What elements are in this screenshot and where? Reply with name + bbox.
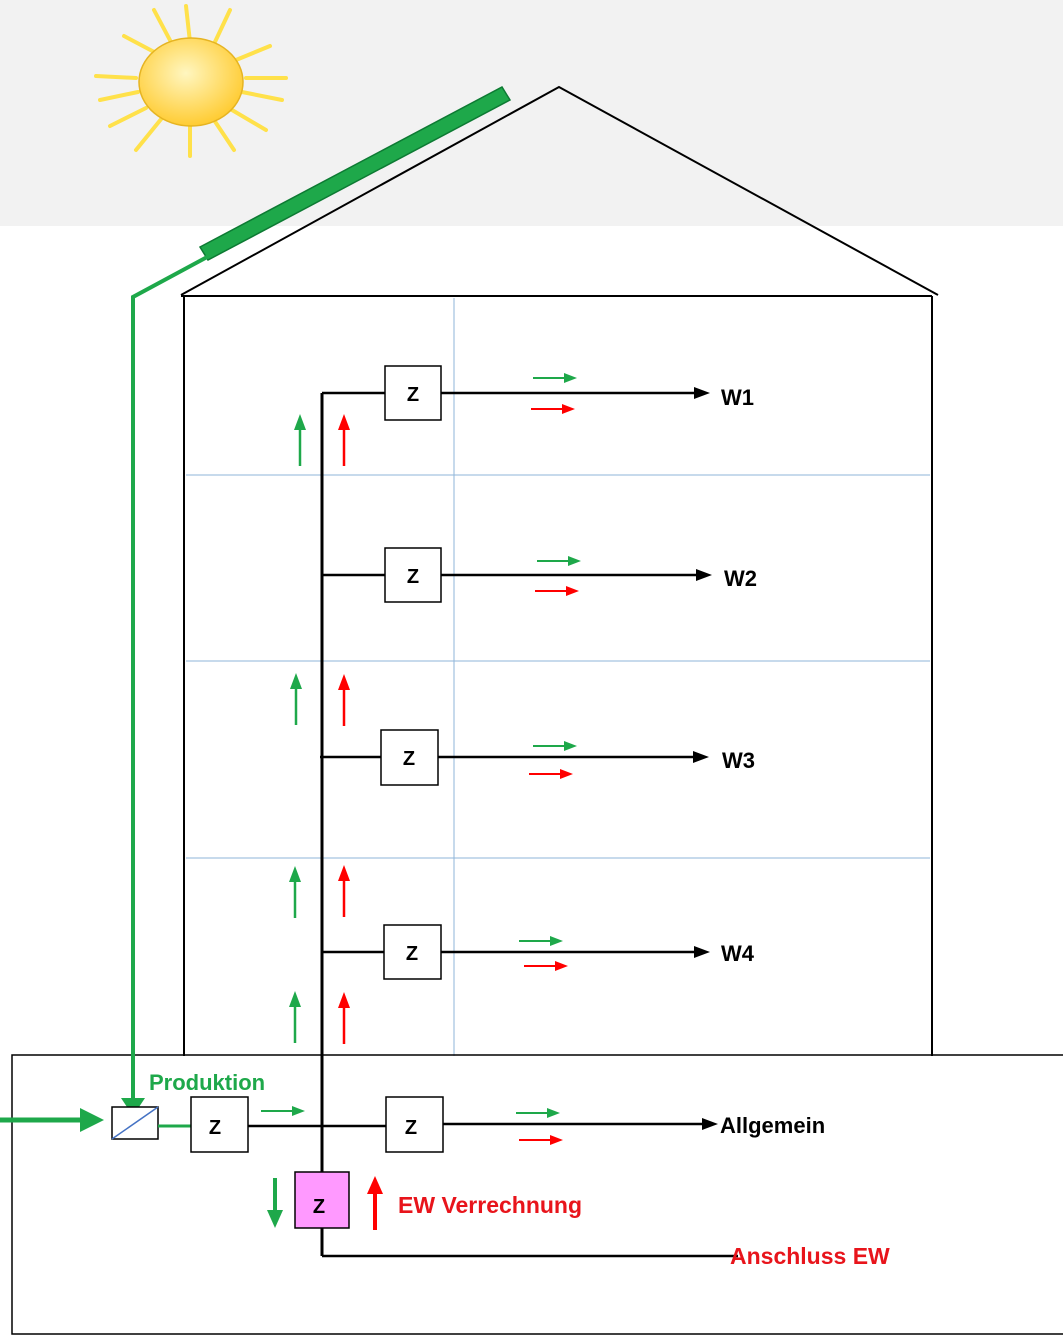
meter-grid: Z xyxy=(294,1171,350,1229)
sun-icon xyxy=(94,4,288,158)
outgoing-arrowheads xyxy=(693,387,718,1130)
label-w1: W1 xyxy=(721,385,754,410)
meter-general: Z xyxy=(385,1096,444,1153)
solar-flow-arrows-horizontal xyxy=(261,377,570,1114)
label-ew-verrechnung: EW Verrechnung xyxy=(398,1192,582,1218)
floor-dividers xyxy=(186,298,930,1056)
label-anschluss-ew: Anschluss EW xyxy=(730,1243,890,1269)
label-produktion: Produktion xyxy=(149,1070,265,1095)
incoming-arrowhead xyxy=(80,1108,104,1132)
meter-w4: Z xyxy=(383,924,442,980)
export-arrowhead xyxy=(267,1210,283,1228)
meter-production-label: Z xyxy=(209,1117,221,1139)
basement-outline xyxy=(11,1054,1063,1335)
meter-general-label: Z xyxy=(405,1117,417,1139)
label-w4: W4 xyxy=(721,941,755,966)
grid-flow-arrows-horizontal xyxy=(519,408,568,1141)
meter-w2: Z xyxy=(384,547,442,603)
grid-flow-arrowheads-vertical xyxy=(338,414,350,1008)
label-w3: W3 xyxy=(722,748,755,773)
roof-outline xyxy=(180,85,939,296)
label-w2: W2 xyxy=(724,566,757,591)
inverter-icon xyxy=(111,1106,159,1140)
solar-flow-arrowheads-horizontal xyxy=(292,373,581,1118)
outgoing-lines xyxy=(438,391,704,1126)
solar-feed-line xyxy=(131,254,210,1100)
meter-grid-label: Z xyxy=(313,1196,325,1218)
solar-flow-arrows-vertical xyxy=(293,428,302,1043)
meter-w4-label: Z xyxy=(406,943,418,965)
meter-production: Z xyxy=(190,1096,249,1153)
solar-flow-arrowheads-vertical xyxy=(289,414,306,1007)
solar-panel-icon xyxy=(198,86,512,261)
meter-w1: Z xyxy=(384,365,442,421)
meter-w3-label: Z xyxy=(403,748,415,770)
meter-w2-label: Z xyxy=(407,566,419,588)
label-allgemein: Allgemein xyxy=(720,1113,825,1138)
meter-w1-label: Z xyxy=(407,384,419,406)
meter-w3: Z xyxy=(380,729,439,786)
import-arrowhead xyxy=(367,1176,383,1194)
grid-flow-arrowheads-horizontal xyxy=(550,404,579,1145)
branch-lines xyxy=(248,391,386,1128)
